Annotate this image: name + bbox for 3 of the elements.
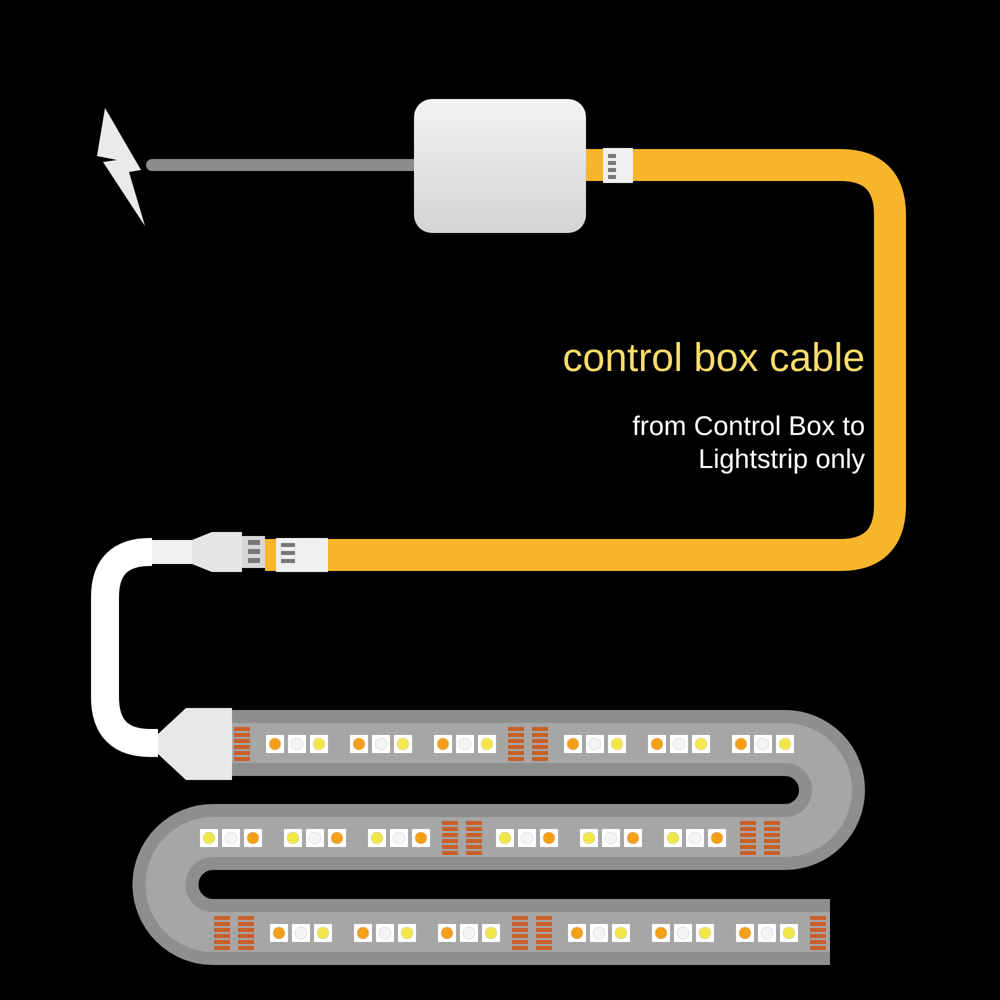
- cable: [265, 149, 906, 571]
- cable-note: from Control Box to Lightstrip only: [631, 410, 865, 476]
- cable-title: control box cable: [562, 336, 865, 381]
